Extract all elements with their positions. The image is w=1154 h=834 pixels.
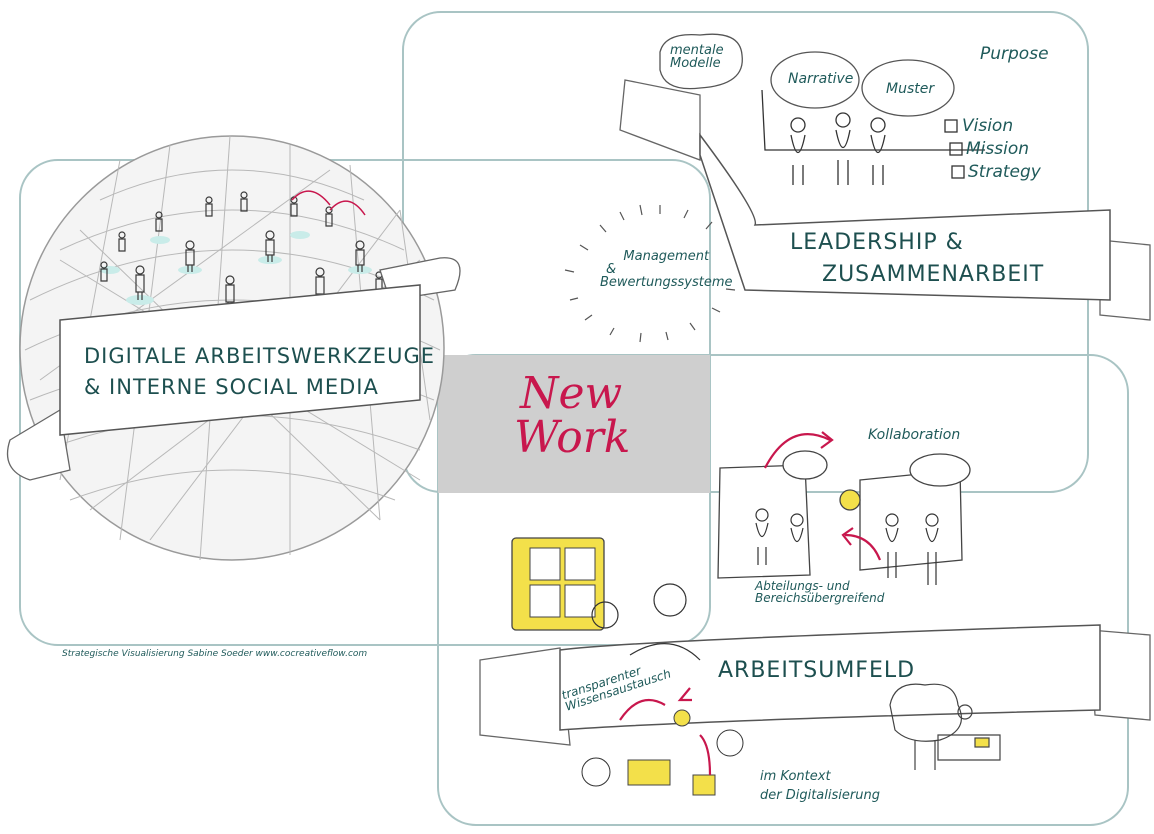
digital-banner-title: DIGITALE ARBEITSWERKZEUGE & INTERNE SOCI… — [84, 346, 435, 398]
credit-line: Strategische Visualisierung Sabine Soede… — [62, 649, 368, 659]
arbeitsumfeld-banner-title: ARBEITSUMFELD — [718, 658, 916, 683]
banner-digital — [6, 257, 461, 481]
laptop-workers — [581, 709, 744, 796]
connection-arc — [291, 190, 331, 206]
purpose-label: Purpose — [980, 44, 1049, 64]
management-line1: Management — [623, 249, 710, 264]
collaboration-people — [591, 508, 939, 661]
speech-bubbles — [659, 33, 955, 117]
kontext-line2: der Digitalisierung — [760, 788, 880, 803]
kollaboration-label: Kollaboration — [868, 427, 961, 443]
leadership-banner-line2: ZUSAMMENARBEIT — [822, 262, 1045, 287]
mentale-modelle-line2: Modelle — [670, 56, 721, 71]
kontext-line1: im Kontext — [760, 769, 831, 784]
arrows — [619, 431, 882, 776]
abteilung-label: Abteilungs- und Bereichsübergreifend — [755, 580, 884, 604]
digital-banner-line1: DIGITALE ARBEITSWERKZEUGE — [84, 344, 435, 368]
mission-item: Mission — [966, 139, 1030, 159]
frame-arbeitsumfeld — [437, 354, 1129, 826]
video-call-tablet — [511, 537, 605, 631]
abteilung-line1: Abteilungs- und — [755, 579, 850, 593]
new-work-title: New Work — [514, 368, 630, 460]
abteilung-line2: Bereichsübergreifend — [755, 591, 885, 605]
mentale-modelle-label: mentale Modelle — [670, 44, 724, 70]
leadership-banner-title: LEADERSHIP & ZUSAMMENARBEIT — [790, 232, 1044, 286]
vision-item: Vision — [962, 116, 1014, 136]
narrative-bubble-text: Narrative — [788, 71, 854, 87]
park-bench-scene — [889, 683, 1001, 770]
leadership-people — [761, 89, 985, 185]
strategy-item: Strategy — [968, 162, 1041, 182]
management-sunburst — [564, 204, 736, 343]
new-work-line1: New — [520, 368, 623, 419]
banner-leadership — [619, 79, 1151, 321]
management-line3: Bewertungssysteme — [600, 275, 733, 290]
banner-arbeitsumfeld — [479, 624, 1151, 746]
leadership-banner-line1: LEADERSHIP & — [790, 230, 964, 255]
digital-banner-line2: & INTERNE SOCIAL MEDIA — [84, 375, 379, 399]
management-label: Management & Bewertungssysteme — [600, 250, 733, 289]
kontext-label: im Kontext der Digitalisierung — [760, 770, 880, 802]
mentale-modelle-line1: mentale — [670, 43, 724, 58]
management-line2: & — [606, 262, 617, 277]
new-work-line2: Work — [514, 412, 631, 463]
collaboration-boards — [717, 450, 971, 579]
center-box — [438, 355, 710, 493]
muster-bubble-text: Muster — [886, 81, 935, 97]
